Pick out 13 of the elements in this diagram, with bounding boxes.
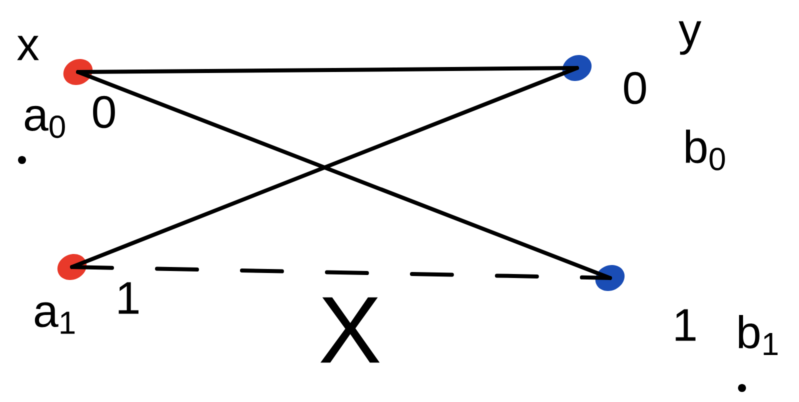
vertex-label: b$_{0}$ <box>686 130 725 170</box>
connector-line <box>70 265 612 280</box>
vertex-label: 1 <box>676 309 696 341</box>
vertex-label: 1 <box>118 282 138 314</box>
vertex-label: x <box>17 36 39 60</box>
vertex-label: a$_{1}$ <box>34 302 75 334</box>
connector-line <box>76 66 579 74</box>
cross-label: X <box>320 297 380 363</box>
vertex-label: 0 <box>624 72 646 104</box>
vertex-label: 0 <box>93 96 115 128</box>
vertex-label: y <box>678 21 702 55</box>
vertex-label: b$_{1}$ <box>738 314 778 356</box>
vertex-label: a$_{0}$ <box>24 106 65 138</box>
